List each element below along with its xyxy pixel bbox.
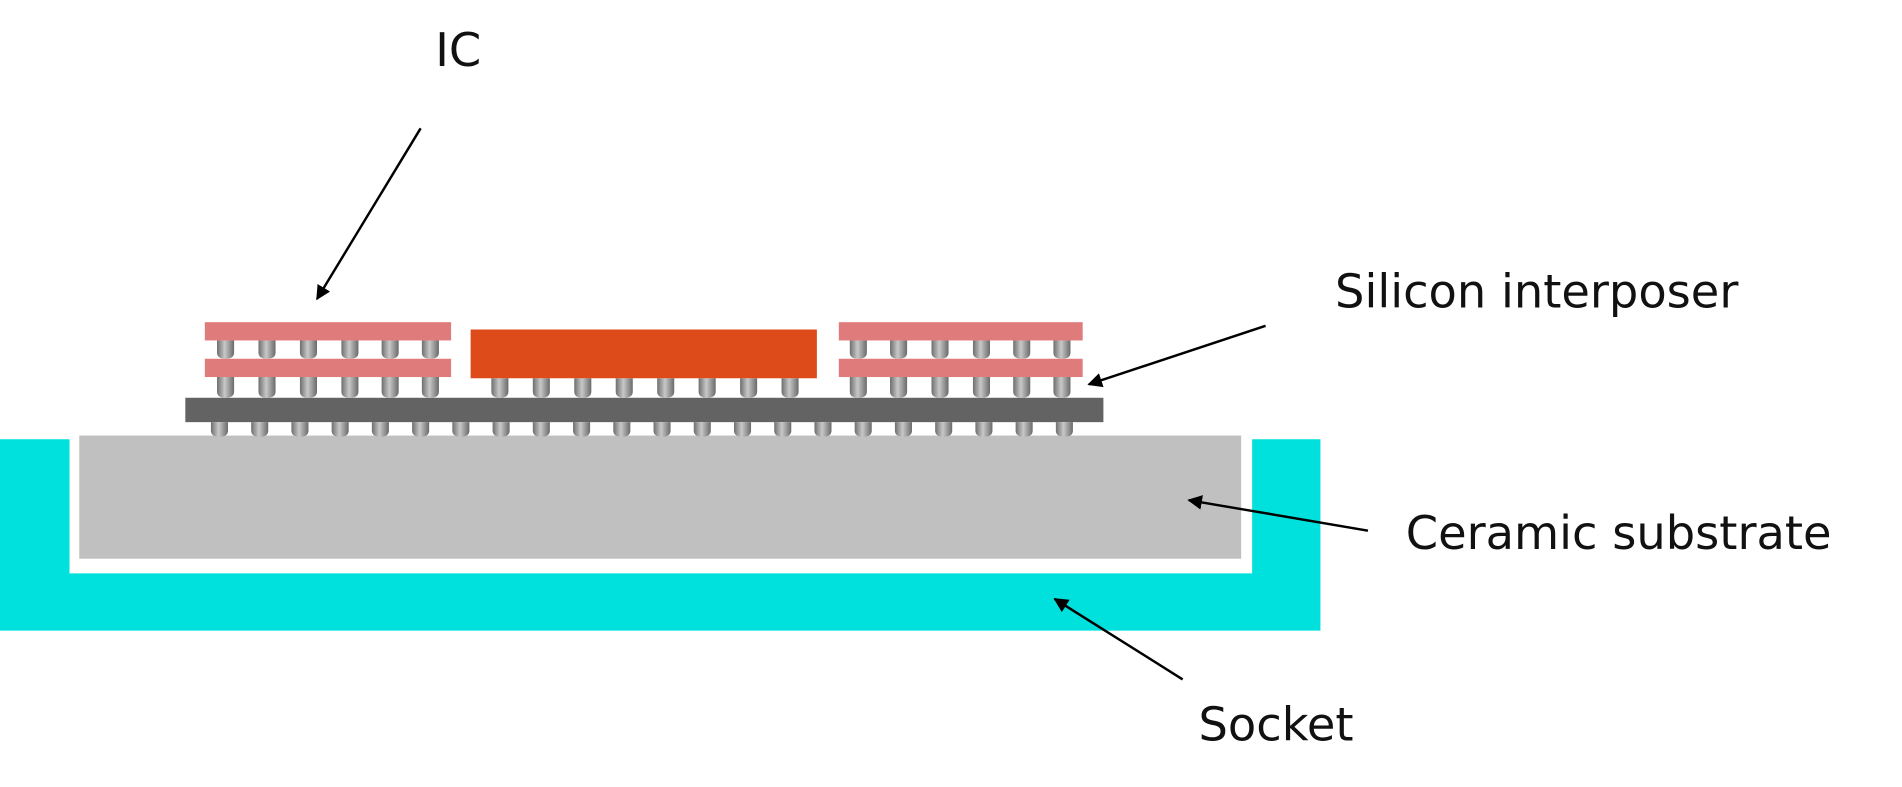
solder-bump	[299, 377, 317, 398]
solder-bump	[849, 377, 867, 398]
solder-bump	[341, 377, 359, 398]
solder-bump	[412, 422, 430, 437]
socket-label: Socket	[1199, 697, 1354, 751]
solder-bump	[532, 422, 550, 437]
solder-bump	[1055, 422, 1073, 437]
solder-bump	[217, 340, 235, 359]
memory-die-left-bottom	[204, 358, 452, 378]
solder-bump	[972, 340, 991, 359]
solder-bump	[421, 340, 439, 359]
solder-bump	[894, 422, 912, 437]
solder-bump	[657, 378, 675, 398]
memory-die-left-top	[204, 322, 452, 341]
solder-bump	[733, 422, 752, 437]
solder-bump	[854, 422, 872, 437]
solder-bump	[532, 378, 550, 398]
solder-bump	[291, 422, 309, 437]
substrate-arrow	[1187, 495, 1369, 532]
solder-bump	[935, 422, 953, 437]
interposer-arrow	[1087, 324, 1266, 388]
solder-bump	[613, 422, 631, 437]
solder-bump	[217, 377, 235, 398]
solder-bump	[972, 377, 991, 398]
solder-bump	[210, 422, 228, 437]
solder-bump	[421, 377, 439, 398]
solder-bump	[849, 340, 867, 359]
solder-bump	[492, 422, 510, 437]
solder-bump	[381, 377, 399, 398]
solder-bump	[491, 378, 509, 398]
solder-bump	[890, 377, 908, 398]
solder-bump	[975, 422, 993, 437]
solder-bump	[574, 378, 592, 398]
solder-bump	[371, 422, 389, 437]
solder-bump	[258, 377, 276, 398]
silicon-interposer	[185, 397, 1104, 423]
socket-arrow	[1053, 597, 1184, 681]
solder-bump	[653, 422, 671, 437]
solder-bump	[931, 377, 949, 398]
solder-bump	[299, 340, 317, 359]
memory-die-right-top	[838, 322, 1083, 341]
solder-bump	[781, 378, 799, 398]
solder-bump	[1053, 377, 1071, 398]
solder-bump	[258, 340, 276, 359]
solder-bump	[1015, 422, 1033, 437]
ceramic-substrate	[79, 435, 1242, 559]
solder-bump	[1013, 377, 1031, 398]
solder-bump	[1053, 340, 1071, 359]
socket	[0, 439, 1321, 631]
solder-bump	[693, 422, 711, 437]
solder-bump	[452, 422, 470, 437]
solder-bump	[615, 378, 633, 398]
solder-bump	[573, 422, 591, 437]
logic-die	[470, 329, 817, 379]
silicon-interposer-label: Silicon interposer	[1335, 265, 1739, 319]
ic-arrow	[315, 127, 422, 301]
solder-bump	[1013, 340, 1031, 359]
memory-die-right-bottom	[838, 358, 1083, 378]
solder-bump	[381, 340, 399, 359]
solder-bump	[331, 422, 349, 437]
solder-bumps	[210, 340, 1073, 437]
solder-bump	[814, 422, 832, 437]
ic-label: IC	[435, 23, 481, 77]
solder-bump	[931, 340, 949, 359]
solder-bump	[341, 340, 359, 359]
solder-bump	[774, 422, 792, 437]
solder-bump	[890, 340, 908, 359]
solder-bump	[251, 422, 269, 437]
solder-bump	[698, 378, 716, 398]
ceramic-substrate-label: Ceramic substrate	[1406, 506, 1832, 560]
solder-bump	[740, 378, 758, 398]
